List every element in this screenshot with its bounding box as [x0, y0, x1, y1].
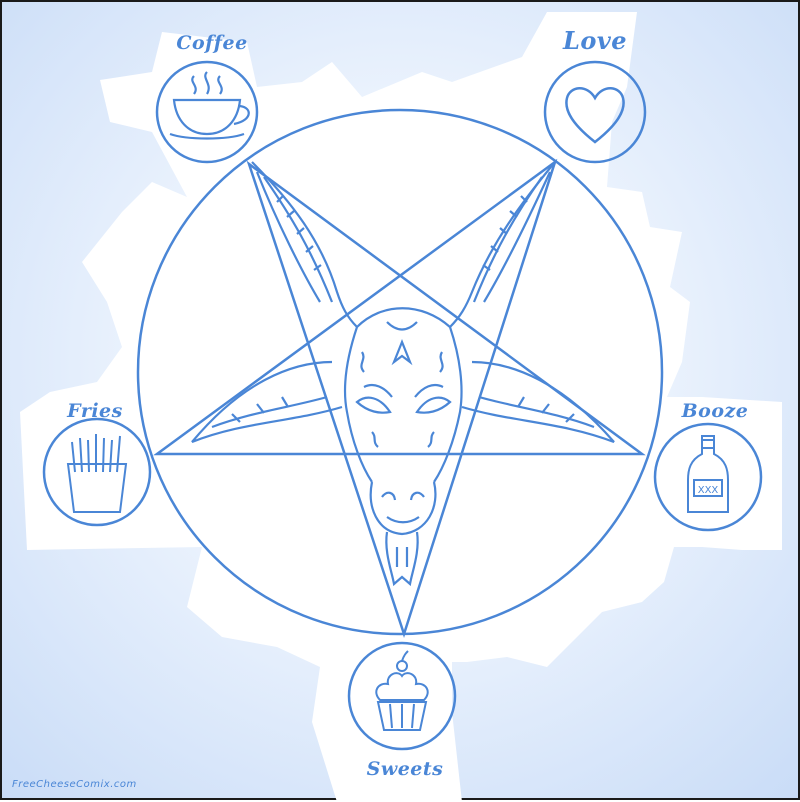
- heart-icon: [565, 87, 625, 144]
- watermark: FreeCheeseComix.com: [12, 779, 137, 790]
- love-symbol: [543, 60, 647, 164]
- liquor-bottle-icon: [687, 435, 729, 513]
- booze-ring: [653, 422, 763, 532]
- fries-symbol: [42, 417, 152, 527]
- coffee-ring: [155, 60, 259, 164]
- booze-label: Booze: [681, 400, 749, 422]
- french-fries-icon: [66, 434, 128, 513]
- bottle-label-text: XXX: [698, 485, 719, 496]
- goat-head-icon: [191, 161, 615, 587]
- love-label: Love: [562, 26, 628, 55]
- fries-label: Fries: [67, 400, 123, 422]
- paper-background: [20, 12, 782, 802]
- sweets-symbol: [347, 641, 457, 751]
- pentagram-circle: [136, 108, 664, 636]
- coffee-cup-icon: [169, 71, 250, 140]
- coffee-label: Coffee: [176, 32, 248, 54]
- sweets-label: Sweets: [366, 758, 444, 780]
- booze-symbol: XXX: [653, 422, 763, 532]
- fries-ring: [42, 417, 152, 527]
- sweets-ring: [347, 641, 457, 751]
- coffee-symbol: [155, 60, 259, 164]
- cupcake-icon: [375, 650, 429, 731]
- love-ring: [543, 60, 647, 164]
